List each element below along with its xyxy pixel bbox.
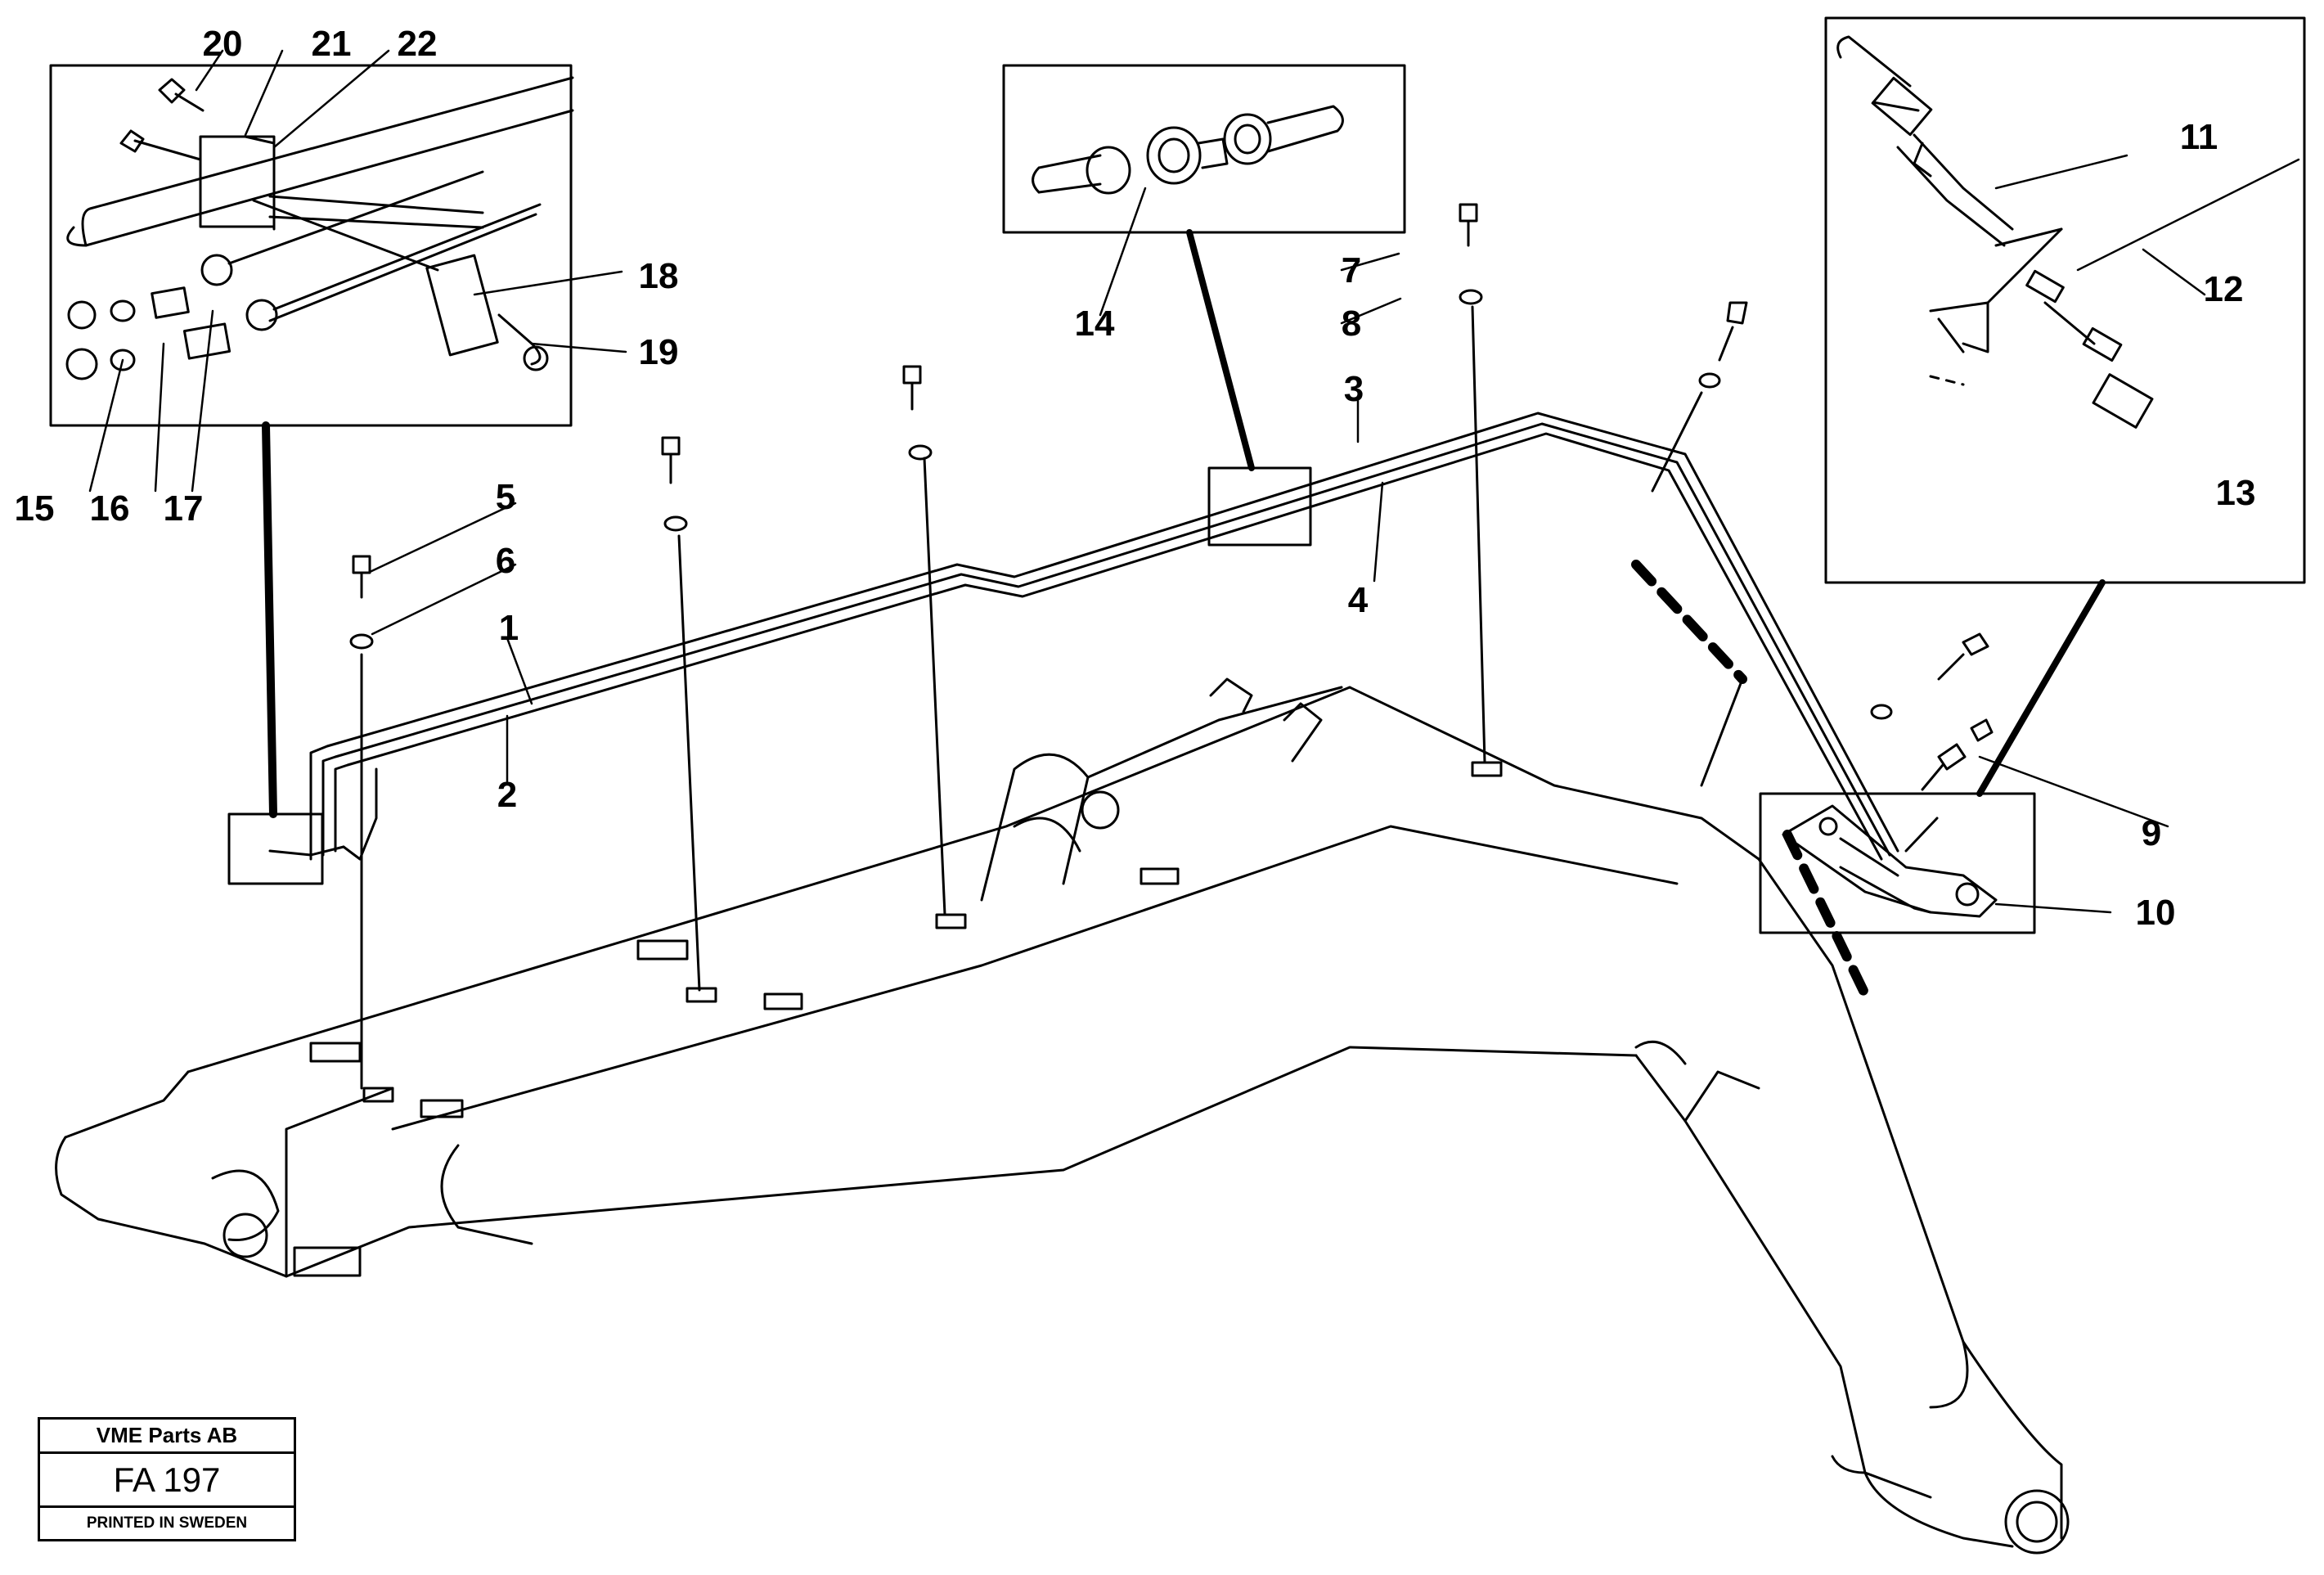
callout-6: 6: [496, 541, 515, 581]
callout-4: 4: [1348, 580, 1369, 620]
callout-17: 17: [164, 488, 204, 529]
callout-21: 21: [312, 24, 352, 64]
callout-22: 22: [398, 24, 438, 64]
callout-10: 10: [2136, 893, 2176, 933]
detail-union: [1032, 105, 1344, 195]
frame-connectors: [262, 229, 2106, 818]
cylinder-bracket: [980, 677, 1343, 902]
detail-fitting: [1836, 35, 2154, 429]
detail-frames: [49, 16, 2306, 934]
callout-18: 18: [639, 256, 679, 296]
company-name: VME Parts AB: [40, 1420, 294, 1454]
callout-13: 13: [2216, 473, 2256, 513]
callout-12: 12: [2204, 269, 2244, 309]
callout-1: 1: [499, 608, 519, 648]
clamp-bolts: [349, 203, 1870, 1090]
callout-8: 8: [1342, 304, 1361, 344]
callout-14: 14: [1075, 304, 1115, 344]
mounting-plate: [1782, 632, 1998, 918]
callout-19: 19: [639, 332, 679, 372]
callout-2: 2: [497, 775, 517, 815]
figure-code: FA 197: [40, 1454, 294, 1508]
callout-20: 20: [203, 24, 243, 64]
printed-note: PRINTED IN SWEDEN: [86, 1514, 248, 1532]
callout-3: 3: [1344, 369, 1364, 409]
leader-lines: [88, 49, 2300, 914]
callout-9: 9: [2142, 813, 2161, 853]
boom: [55, 686, 2070, 1555]
callout-11: 11: [2180, 117, 2218, 157]
title-block: VME Parts AB FA 197 PRINTED IN SWEDEN: [38, 1417, 296, 1541]
callout-labels: 20 21 22 18 19 15 16 17 5 6 1 2 14 7 8 3…: [15, 24, 2256, 933]
callout-15: 15: [15, 488, 55, 529]
hydraulic-pipes: [268, 412, 1899, 861]
callout-5: 5: [496, 477, 515, 517]
callout-16: 16: [90, 488, 130, 529]
detail-clamp: [65, 76, 574, 380]
callout-7: 7: [1342, 250, 1361, 290]
